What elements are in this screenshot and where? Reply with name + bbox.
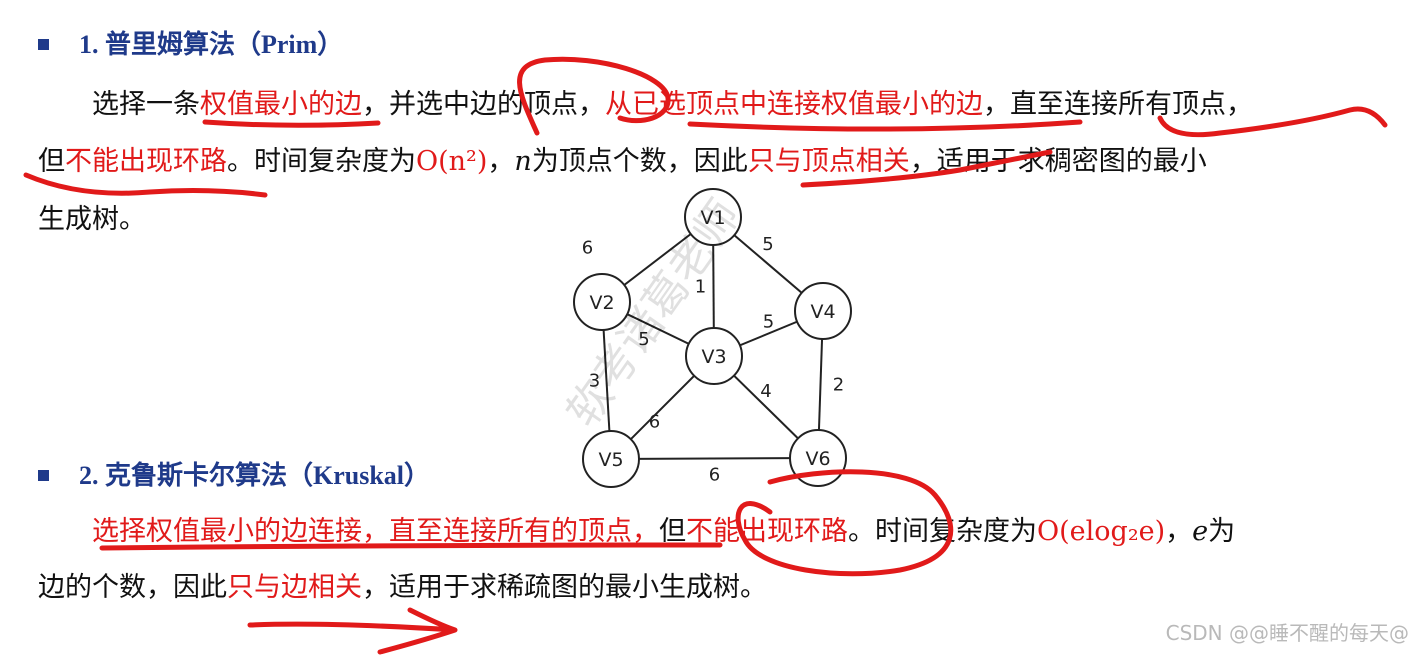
highlight-text: 不能出现环路	[65, 146, 227, 177]
prim-paragraph-line-2: 但不能出现环路。时间复杂度为O(n²)，n为顶点个数，因此只与顶点相关，适用于求…	[38, 148, 1207, 175]
edge-weight-label: 5	[763, 312, 774, 333]
graph-node-V1: V1	[684, 188, 742, 246]
annotation-underline	[202, 119, 381, 128]
text: ，直至连接所有顶点，	[983, 89, 1253, 120]
bullet-icon	[38, 469, 49, 481]
graph-edge-weights: 6 5 1 5 5 3 6 4 2 6	[582, 234, 844, 486]
annotation-underline	[687, 119, 1083, 132]
text: ，并选中边的顶点，	[362, 89, 605, 120]
text: 选择一条	[92, 89, 200, 120]
graph-edge-V5-V6	[610, 457, 819, 460]
edge-weight-label: 5	[638, 329, 649, 350]
highlight-text: 选择权值最小的边连接，直至连接所有的顶点，	[92, 516, 659, 547]
text: 。时间复杂度为	[848, 516, 1037, 547]
text: ，适用于求稠密图的最小	[909, 146, 1207, 177]
annotation-underline	[23, 172, 268, 198]
edge-weight-label: 5	[762, 234, 773, 255]
text: 。时间复杂度为	[227, 146, 416, 177]
edge-weight-label: 1	[695, 277, 706, 298]
node-label: V2	[589, 292, 614, 314]
complexity-formula: O(n²)	[416, 146, 488, 177]
section-2-heading: 2. 克鲁斯卡尔算法（Kruskal）	[38, 455, 430, 492]
text: 为	[1208, 516, 1236, 547]
kruskal-paragraph-line-2: 边的个数，因此只与边相关，适用于求稀疏图的最小生成树。	[38, 574, 767, 601]
text: 但	[659, 516, 686, 547]
edge-weight-label: 2	[833, 375, 844, 396]
highlight-text: 只与边相关	[227, 572, 362, 603]
node-circle	[794, 282, 852, 340]
edge-weight-label: 4	[760, 381, 771, 402]
kruskal-paragraph-line-1: 选择权值最小的边连接，直至连接所有的顶点，但不能出现环路。时间复杂度为O(elo…	[38, 518, 1235, 545]
node-label: V5	[598, 449, 623, 471]
graph-node-V4: V4	[794, 282, 852, 340]
node-circle	[573, 273, 631, 331]
text: 为顶点个数，因此	[531, 146, 748, 177]
annotation-arrow	[247, 607, 458, 655]
section-2-title: 2. 克鲁斯卡尔算法（Kruskal）	[79, 461, 431, 490]
graph-node-V3: V3	[685, 327, 743, 385]
node-circle	[685, 327, 743, 385]
node-label: V3	[701, 346, 726, 368]
math-variable: n	[514, 146, 532, 177]
graph-node-V5: V5	[582, 430, 640, 488]
text: 边的个数，因此	[38, 572, 227, 603]
edge-weight-label: 6	[582, 238, 593, 259]
edge-weight-label: 3	[589, 371, 600, 392]
bullet-icon	[38, 38, 49, 50]
highlight-text: 不能出现环路	[686, 516, 848, 547]
node-label: V1	[700, 207, 725, 229]
text: ，	[487, 146, 515, 177]
node-circle	[582, 430, 640, 488]
edge-weight-label: 6	[649, 412, 660, 433]
prim-paragraph-line-1: 选择一条权值最小的边，并选中边的顶点，从已选顶点中连接权值最小的边，直至连接所有…	[38, 91, 1253, 118]
prim-paragraph-line-3: 生成树。	[38, 204, 146, 235]
section-1-heading: 1. 普里姆算法（Prim）	[38, 24, 343, 61]
edge-weight-label: 6	[709, 465, 720, 486]
graph-node-V6: V6	[789, 429, 847, 487]
highlight-text: 权值最小的边	[200, 89, 362, 120]
highlight-text: 从已选顶点中连接权值最小的边	[605, 89, 983, 120]
text: 但	[38, 146, 65, 177]
node-circle	[684, 188, 742, 246]
node-label: V6	[805, 448, 830, 470]
highlight-text: 只与顶点相关	[747, 146, 910, 177]
csdn-watermark: CSDN @@睡不醒的每天@	[1165, 621, 1409, 645]
text: ，	[1165, 516, 1193, 547]
node-label: V4	[810, 301, 835, 323]
math-variable: e	[1192, 516, 1209, 547]
graph-node-V2: V2	[573, 273, 631, 331]
complexity-formula: O(elog₂e)	[1037, 516, 1166, 547]
text: ，适用于求稀疏图的最小生成树。	[362, 572, 767, 603]
section-1-title: 1. 普里姆算法（Prim）	[79, 30, 344, 59]
